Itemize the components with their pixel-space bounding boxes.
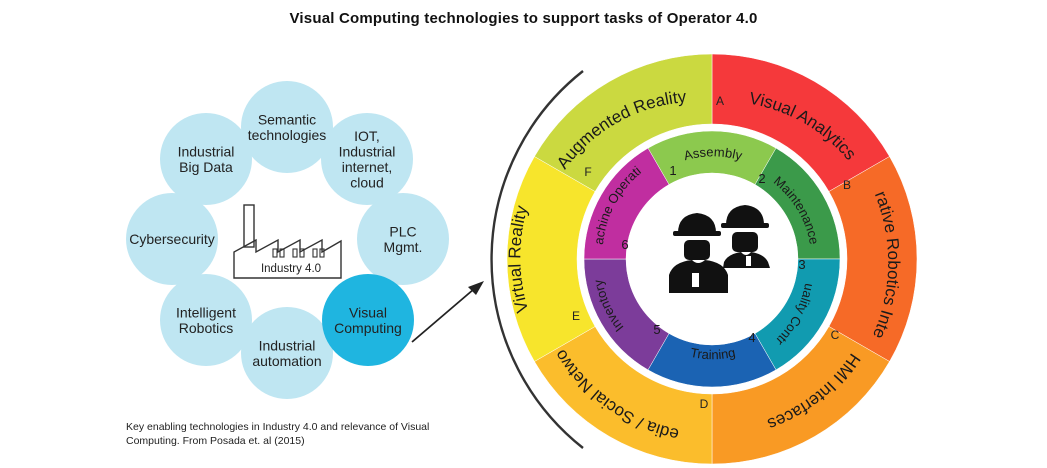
figure-caption: Key enabling technologies in Industry 4.… <box>126 421 430 447</box>
bubble-label: Computing <box>334 320 402 336</box>
inner-sector-number: 3 <box>798 257 805 272</box>
bubble-label: IOT, <box>354 128 380 144</box>
bubble-circle <box>126 193 218 285</box>
bubble-label: Cybersecurity <box>129 231 215 247</box>
inner-sector-number: 2 <box>758 171 765 186</box>
bubble-cybersecurity: Cybersecurity <box>126 193 218 285</box>
industry-4-label: Industry 4.0 <box>261 263 321 275</box>
bubble-circle <box>357 193 449 285</box>
outer-sector-letter: D <box>700 397 709 411</box>
outer-sector-letter: B <box>843 178 851 192</box>
bubble-label: Mgmt. <box>384 239 423 255</box>
outer-bracket-arc <box>490 70 584 449</box>
bubble-label: Semantic <box>258 111 316 127</box>
bubble-circle <box>321 113 413 205</box>
inner-sector-number: 5 <box>653 322 660 337</box>
industry-4-cluster: CybersecurityIntelligentRoboticsIndustri… <box>126 81 449 399</box>
bubble-circle <box>241 307 333 399</box>
center-disc <box>628 175 796 343</box>
operators-icon <box>669 205 770 293</box>
connector-arrow <box>411 281 484 343</box>
bubble-label: technologies <box>248 127 327 143</box>
bubble-label: cloud <box>350 174 383 190</box>
inner-sector-6 <box>583 147 670 260</box>
bubble-label: Industrial <box>259 337 316 353</box>
bubble-label: PLC <box>389 223 416 239</box>
outer-sector-letter: C <box>831 328 840 342</box>
page-title: Visual Computing technologies to support… <box>289 10 758 27</box>
inner-sector-label: Assembly <box>682 144 744 163</box>
outer-sector-letter: F <box>584 165 591 179</box>
inner-sector-number: 4 <box>748 330 755 345</box>
bubble-circle <box>160 274 252 366</box>
factory-icon <box>233 204 342 279</box>
bubble-circle <box>322 274 414 366</box>
bubble-label: Robotics <box>179 320 233 336</box>
bubble-label: Intelligent <box>176 304 236 320</box>
outer-sector-letter: E <box>572 309 580 323</box>
inner-sector-number: 6 <box>621 237 628 252</box>
bubble-label: internet, <box>342 159 393 175</box>
inner-sector-number: 1 <box>669 163 676 178</box>
bubble-circle <box>160 113 252 205</box>
bubble-circle <box>241 81 333 173</box>
inner-sector-label: Training <box>689 345 736 363</box>
bubble-label: Big Data <box>179 159 233 175</box>
bubble-label: Visual <box>349 304 387 320</box>
outer-sector-F <box>534 53 713 192</box>
outer-sector-letter: A <box>716 94 724 108</box>
bubble-label: Industrial <box>339 143 396 159</box>
bubble-label: Industrial <box>178 143 235 159</box>
bubble-label: automation <box>252 353 321 369</box>
